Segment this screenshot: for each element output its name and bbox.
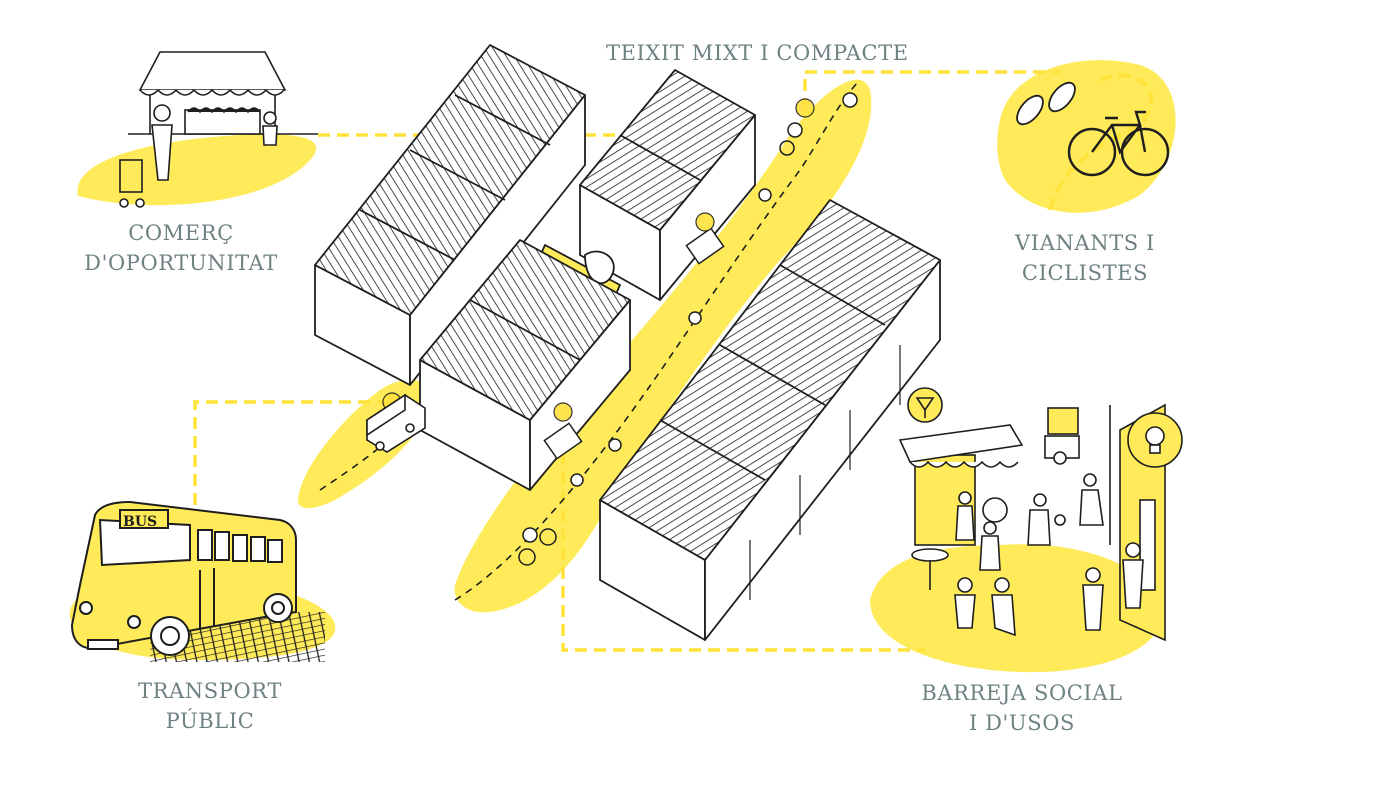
building-blocks — [314, 44, 941, 641]
street-path — [319, 79, 861, 601]
label-barreja: BARREJA SOCIAL I D'USOS — [910, 678, 1134, 738]
label-transport-line2: PÚBLIC — [165, 709, 255, 733]
pedestrian-icon — [758, 188, 772, 202]
pedestrian-icon — [608, 438, 622, 452]
lightbulb-icon — [1127, 412, 1183, 468]
street-figures — [518, 92, 858, 566]
vianants-ground — [997, 60, 1176, 213]
label-teixit-mixt: TEIXIT MIXT I COMPACTE — [606, 38, 909, 68]
pedestrian-icon — [688, 311, 702, 325]
pedestrian-icon — [570, 473, 584, 487]
street-ground — [454, 79, 872, 613]
cyclist-icon — [787, 122, 803, 138]
pedestrian-icon — [842, 92, 858, 108]
street-stall-icon — [685, 227, 725, 265]
label-transport-line1: TRANSPORT — [138, 679, 282, 703]
small-bus-icon — [366, 393, 426, 453]
bicycle-icon — [1067, 110, 1170, 177]
connector-vianants — [803, 70, 1060, 110]
bus-icon — [70, 500, 325, 662]
label-teixit-line: TEIXIT MIXT I COMPACTE — [606, 41, 909, 65]
label-comerc-line1: COMERÇ — [128, 221, 234, 245]
bus-sign: BUS — [123, 514, 157, 530]
connector-barreja — [561, 415, 925, 652]
label-barreja-line1: BARREJA SOCIAL — [921, 681, 1123, 705]
vianants-loop — [1048, 73, 1154, 211]
footprints-icon — [1016, 81, 1076, 126]
label-comerc-line2: D'OPORTUNITAT — [84, 251, 278, 275]
label-vianants: VIANANTS I CICLISTES — [1000, 228, 1170, 288]
label-vianants-line2: CICLISTES — [1021, 261, 1149, 285]
cafe-scene-icon — [898, 387, 1166, 642]
label-barreja-line2: I D'USOS — [968, 711, 1076, 735]
comerc-ground — [77, 134, 317, 206]
label-transport: TRANSPORT PÚBLIC — [120, 676, 300, 736]
barreja-ground — [870, 544, 1163, 673]
label-vianants-line1: VIANANTS I — [1015, 231, 1155, 255]
street-stall-icon — [543, 422, 583, 460]
connector-transport — [193, 400, 390, 505]
market-stall-icon — [119, 51, 318, 208]
label-comerc: COMERÇ D'OPORTUNITAT — [76, 218, 286, 278]
cyclist-icon — [522, 527, 538, 543]
